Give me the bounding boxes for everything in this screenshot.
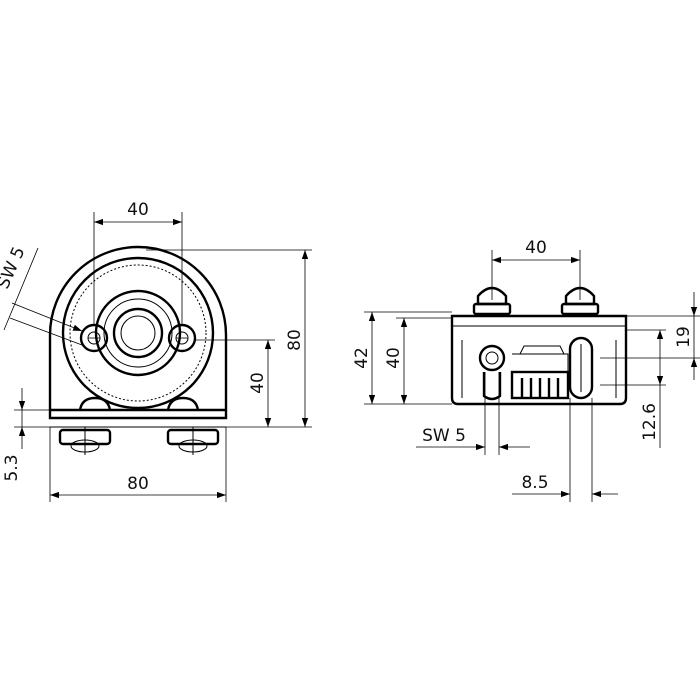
rotary-head-knurl: [69, 264, 207, 402]
dim-front-sw5: SW 5: [0, 244, 29, 292]
side-cam: [568, 336, 594, 400]
side-screw: [478, 344, 506, 401]
rotary-head-ring: [94, 289, 182, 377]
dim-front-offset-5-3: 5.3: [2, 454, 22, 481]
front-view: 40 80 40 80 5.3 SW 5: [0, 200, 312, 502]
dim-front-base-80: 80: [127, 474, 149, 494]
dim-side-top-40: 40: [525, 238, 547, 258]
rotary-head-outer: [61, 256, 215, 410]
top-nub-left: [472, 286, 512, 316]
dim-front-top-40: 40: [127, 200, 149, 220]
screw-left: [79, 323, 109, 353]
center-bore-inner: [120, 315, 156, 351]
dim-side-8-5: 8.5: [521, 473, 548, 493]
dim-side-19: 19: [674, 326, 694, 348]
dim-side-42: 42: [352, 347, 372, 369]
side-view: 40 42 40 19 12.6 SW 5 8.5: [352, 238, 700, 502]
side-housing-outline: [450, 314, 628, 406]
dim-side-12-6: 12.6: [640, 403, 660, 441]
slot-nut-left: [58, 396, 112, 455]
dim-side-sw5: SW 5: [422, 426, 466, 446]
slot-nut-right: [166, 396, 220, 455]
dim-side-40: 40: [384, 347, 404, 369]
screw-right: [167, 323, 197, 353]
dim-front-axis-40: 40: [248, 372, 268, 394]
dim-front-height-80: 80: [285, 329, 305, 351]
front-body-outline: [48, 245, 228, 420]
toothed-block: [510, 345, 570, 400]
top-nub-right: [560, 286, 600, 316]
rotary-head-inner-ring: [103, 298, 173, 368]
center-bore-outer: [112, 307, 164, 359]
